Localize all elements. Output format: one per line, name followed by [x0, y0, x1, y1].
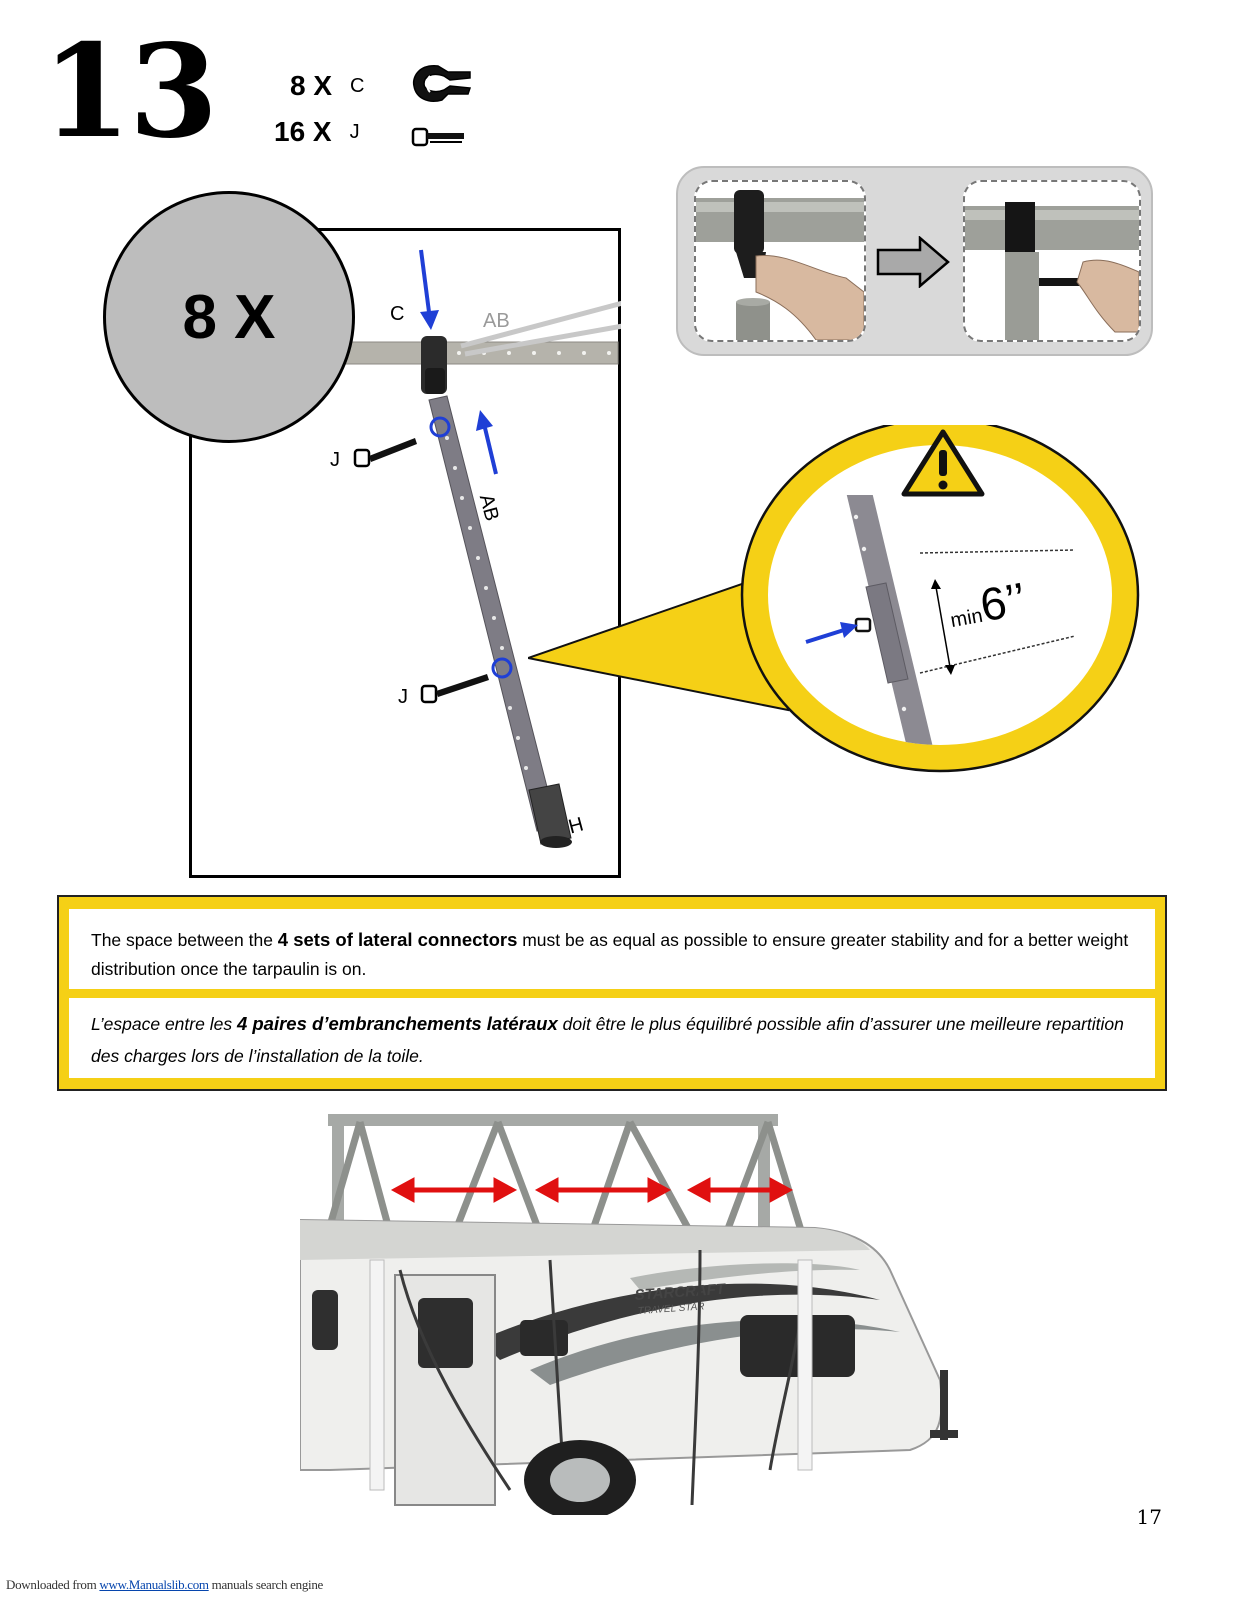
- j-connector-icon: [411, 127, 464, 147]
- footer-prefix: Downloaded from: [6, 1577, 100, 1592]
- part-quantity: 16 X: [274, 116, 332, 147]
- page-number: 17: [1136, 1505, 1162, 1529]
- detail-zoom-callout: [528, 425, 1140, 773]
- arrow-right-icon: [876, 236, 950, 288]
- part-code: C: [350, 75, 365, 97]
- label-j-upper: J: [330, 449, 340, 471]
- notice-french-text-end: doit être le plus équilibré possible afi…: [91, 1014, 1124, 1066]
- c-clamp-icon: [412, 65, 472, 102]
- warning-triangle-icon: [901, 429, 985, 497]
- label-c: C: [390, 303, 405, 325]
- label-j-lower: J: [398, 686, 408, 708]
- trailer-model-text: TRAVEL STAR: [637, 1301, 704, 1317]
- notice-english-emphasis: 4 sets of lateral connectors: [277, 929, 518, 950]
- clamp-photo-after: [963, 180, 1141, 342]
- trailer-frame-photo: STARCRAFT TRAVEL STAR: [300, 1114, 958, 1515]
- detail-zoom-content: [805, 495, 1076, 745]
- notice-french: L’espace entre les 4 paires d’embranchem…: [69, 998, 1155, 1078]
- quantity-badge: 8 X: [103, 191, 355, 443]
- part-code: J: [349, 121, 360, 143]
- notice-english-text-end: must be as equal as possible to ensure g…: [91, 930, 1129, 979]
- notice-box: The space between the 4 sets of lateral …: [57, 895, 1167, 1091]
- part-quantity: 8 X: [290, 70, 333, 101]
- parts-row-c: 8 X C: [290, 72, 364, 100]
- parts-row-j: 16 X J: [274, 118, 360, 146]
- notice-french-text: L’espace entre les: [91, 1014, 237, 1034]
- notice-english: The space between the 4 sets of lateral …: [69, 909, 1155, 989]
- clamp-photo-before: [694, 180, 866, 342]
- notice-english-text: The space between the: [91, 930, 278, 950]
- assembly-illustration: [338, 249, 621, 848]
- notice-french-emphasis: 4 paires d’embranchements latéraux: [236, 1013, 558, 1034]
- min-measure: 6’’: [976, 572, 1030, 632]
- label-ab-bar: AB: [483, 310, 510, 332]
- min-prefix: min: [948, 604, 985, 633]
- footer-source: Downloaded from www.Manualslib.com manua…: [6, 1577, 323, 1593]
- trailer-brand-text: STARCRAFT: [634, 1281, 727, 1304]
- footer-suffix: manuals search engine: [208, 1577, 324, 1592]
- step-number: 13: [42, 17, 218, 167]
- manualslib-link[interactable]: www.Manualslib.com: [99, 1577, 209, 1592]
